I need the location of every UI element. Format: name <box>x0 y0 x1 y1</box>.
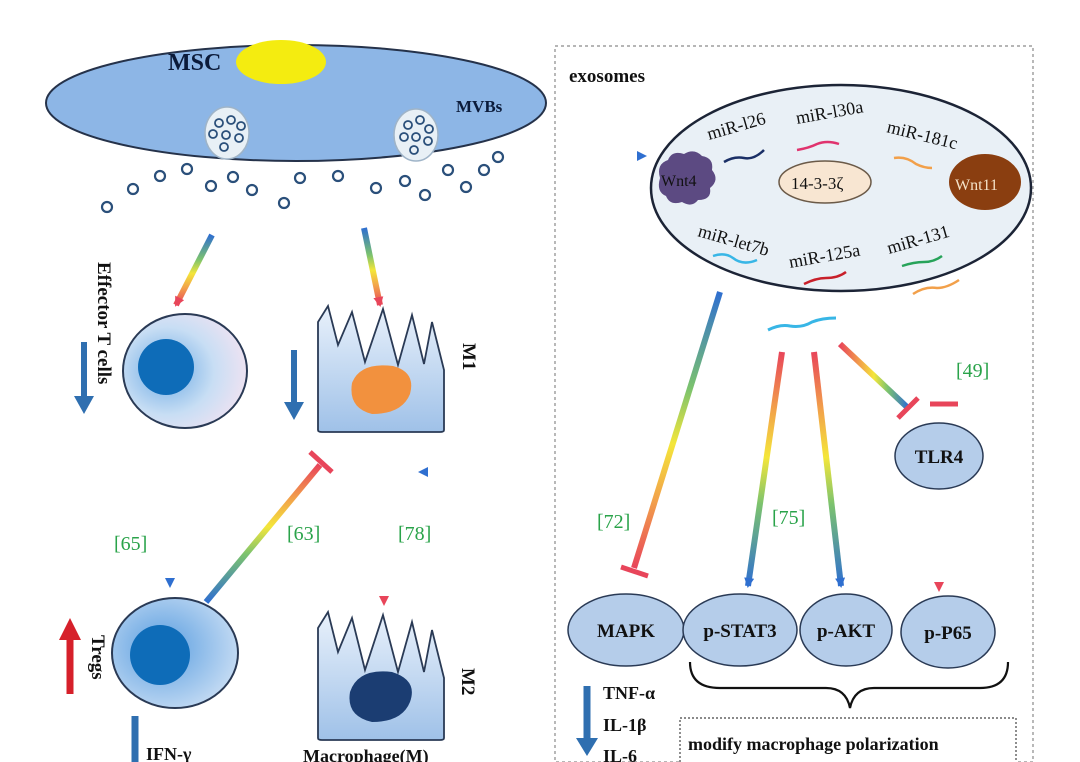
wnt11-protein <box>949 154 1021 210</box>
m1-down-arrow <box>284 350 304 420</box>
effector-down-arrow <box>74 342 94 414</box>
mapk-label: MAPK <box>597 621 655 642</box>
released-exosomes <box>100 150 505 214</box>
polarization-box <box>679 717 1017 762</box>
mirna-squiggle <box>723 149 765 164</box>
exosomes-to-effector-arrow <box>173 233 215 307</box>
m2-macrophage <box>317 609 445 741</box>
mirna-to-pakt-arrow <box>811 351 846 588</box>
pstat3-label: p-STAT3 <box>703 621 776 642</box>
mirna-inhibits-tlr4-diagonal <box>837 341 920 420</box>
tregs-inhibits-m1 <box>203 450 334 604</box>
mirna-squiggle <box>796 140 840 152</box>
effector-t-cell <box>122 313 248 429</box>
mirna-inhibits-tlr4-vertical <box>930 300 958 407</box>
msc-label: MSC <box>168 50 221 76</box>
tlr4-node <box>894 422 984 490</box>
treg-cell <box>111 597 239 709</box>
ref-75: [75] <box>772 507 805 529</box>
cytokine-label: TNF-α <box>603 683 655 703</box>
wnt4-protein <box>658 151 716 205</box>
mirna-squiggle <box>803 270 847 286</box>
msc-nucleus <box>236 40 326 84</box>
wnt11-label: Wnt11 <box>955 177 998 194</box>
signal-node-pakt: p-AKT <box>799 593 893 667</box>
signal-node-mapk: MAPK <box>567 593 685 667</box>
protein-14-3-3-label: 14-3-3ζ <box>791 174 843 193</box>
cytokine-label: IL-1β <box>603 715 647 735</box>
cytokine-label: IL-6 <box>603 746 637 762</box>
ref-65: [65] <box>114 533 147 555</box>
cytokine-down-arrow <box>576 686 598 756</box>
wnt4-label: Wnt4 <box>661 173 697 190</box>
ref-49: [49] <box>956 360 989 382</box>
m2-label: M2 <box>457 668 478 695</box>
m1-nucleus <box>351 365 412 414</box>
pakt-label: p-AKT <box>817 621 875 642</box>
free-mirna-orange <box>912 278 960 296</box>
exosomes-to-m1-arrow <box>361 227 384 307</box>
ref-72: [72] <box>597 511 630 533</box>
exosomes-title: exosomes <box>569 66 645 87</box>
tregs-label: Tregs <box>87 635 108 680</box>
mvb-vesicle-left <box>204 106 250 160</box>
treg-nucleus <box>130 625 190 685</box>
grouping-brace <box>688 661 1010 709</box>
mirna-squiggle <box>901 254 943 268</box>
free-mirna-cyan <box>767 316 837 332</box>
mirna-squiggle <box>893 156 933 170</box>
protein-14-3-3-zeta <box>778 160 872 204</box>
effector-t-cells-label: Effector T cells <box>93 262 114 384</box>
mvbs-label: MVBs <box>456 97 503 116</box>
mvb-vesicle-right <box>393 108 439 162</box>
tregs-up-arrow <box>59 618 81 694</box>
exosomes-panel <box>554 45 1034 762</box>
signal-node-pstat3: p-STAT3 <box>682 593 798 667</box>
mirna-to-pstat3-arrow <box>744 351 785 588</box>
mirna-squiggle <box>712 253 758 264</box>
msc-cell: MSC MVBs <box>45 40 547 162</box>
m1-macrophage <box>317 303 445 433</box>
ifn-gamma-label: IFN-γ <box>146 744 192 762</box>
tlr4-label: TLR4 <box>915 447 964 468</box>
ref-63: [63] <box>287 523 320 545</box>
polarization-label: modify macrophage polarization <box>688 734 939 754</box>
effector-nucleus <box>138 339 194 395</box>
macrophage-label: Macrophage(M) <box>303 746 429 762</box>
ref-78: [78] <box>398 523 431 545</box>
exosome-inhibits-mapk <box>620 291 723 579</box>
signal-node-pp65: p-P65 <box>900 595 996 669</box>
m1-label: M1 <box>458 343 479 370</box>
pp65-label: p-P65 <box>924 623 972 644</box>
m2-nucleus <box>349 671 412 722</box>
